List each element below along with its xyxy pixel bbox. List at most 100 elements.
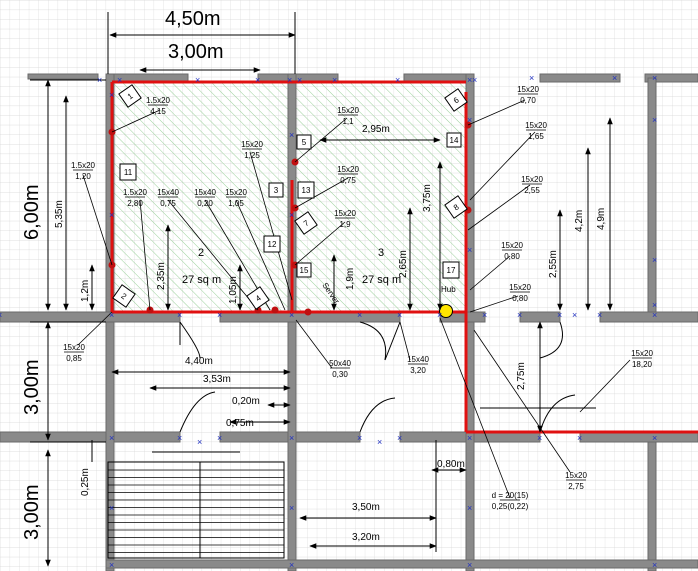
dim-4-40: 4,40m: [185, 356, 213, 367]
node-marker: ×: [652, 560, 657, 570]
outlet-box-frame: [268, 182, 284, 198]
callout-bottom: 0,80: [504, 252, 520, 261]
callout-bottom: 2,55: [524, 186, 540, 195]
node-marker: ×: [652, 73, 657, 83]
outlet-number: 13: [302, 186, 311, 195]
dim-2-35: 2,35m: [156, 262, 167, 290]
cable-callout: 15x20 0,75: [337, 165, 359, 185]
outlet-box: 6: [444, 88, 468, 112]
dim-2-65: 2,65m: [398, 250, 409, 278]
node-marker: ×: [289, 310, 294, 320]
callout-bottom: 0,80: [512, 294, 528, 303]
cable-callouts: 1.5x204,151.5x201,201.5x202,8015x400,751…: [63, 85, 653, 511]
outlet-box-frame: [446, 132, 462, 148]
node-marker: ×: [467, 433, 472, 443]
cable-callout: 15x20 0,80: [509, 283, 531, 303]
dim-0-75: 0,75m: [226, 418, 254, 429]
node-marker: ×: [289, 210, 294, 220]
node-marker: ×: [467, 115, 472, 125]
outlet-box-frame: [296, 134, 312, 150]
callout-bottom: 0,20: [197, 199, 213, 208]
callout-bottom: 0,85: [66, 354, 82, 363]
callout-bottom: 0,30: [332, 370, 348, 379]
callout-bottom: 1,1: [342, 117, 354, 126]
dim-2-75: 2,75m: [516, 362, 527, 390]
node-marker: ×: [289, 503, 294, 513]
callout-bottom: 0,75: [160, 199, 176, 208]
outlet-number: 1: [126, 91, 135, 101]
callout-top: 50x40: [329, 359, 351, 368]
callout-top: 15x40: [157, 188, 179, 197]
node-marker: ×: [395, 75, 400, 85]
node-marker: ×: [467, 503, 472, 513]
callout-bottom: 1,05: [228, 199, 244, 208]
callout-bottom: 1,25: [244, 151, 260, 160]
node-marker: ×: [109, 210, 114, 220]
callout-bottom: 3,20: [410, 366, 426, 375]
node-marker: ×: [109, 503, 114, 513]
node-marker: ×: [652, 433, 657, 443]
staircase: [107, 451, 285, 559]
node-marker: ×: [109, 433, 114, 443]
node-marker: ×: [109, 310, 114, 320]
outlet-number: 3: [274, 186, 279, 195]
callout-bottom: 2,80: [127, 199, 143, 208]
callout-bottom: 0,75: [340, 176, 356, 185]
outlet-box: 15: [296, 262, 312, 278]
callout-top: 15x20: [337, 165, 359, 174]
outlet-box: 2: [112, 284, 136, 308]
outlet-box: 14: [446, 132, 462, 148]
walls: [0, 73, 698, 571]
outlet-number: 14: [450, 136, 459, 145]
node-marker: ×: [467, 75, 472, 85]
dim-2-55: 2,55m: [548, 250, 559, 278]
node-marker: ×: [217, 310, 222, 320]
node-marker: ×: [537, 433, 542, 443]
node-marker: ×: [195, 75, 200, 85]
cable-callout: 15x20 1,05: [225, 188, 247, 208]
outlet-box: 12: [263, 235, 281, 253]
dim-4-9: 4,9m: [596, 208, 607, 230]
dim-inner-width: 3,00m: [168, 41, 224, 63]
dim-2-95: 2,95m: [362, 124, 390, 135]
outlet-number: 6: [452, 95, 461, 105]
node-marker: ×: [437, 310, 442, 320]
dim-3-20: 3,20m: [352, 532, 380, 543]
cable-callout: 15x40 0,20: [194, 188, 216, 208]
dim-3-50: 3,50m: [352, 502, 380, 513]
callout-bottom: 1,9: [339, 220, 351, 229]
callout-top: 15x20: [509, 283, 531, 292]
stair-treads: [108, 469, 284, 553]
node-marker: ×: [467, 560, 472, 570]
outlet-number: 12: [268, 240, 277, 249]
callout-top: 15x40: [194, 188, 216, 197]
node-marker: ×: [287, 75, 292, 85]
dim-zone1-height: 6,00m: [21, 184, 43, 240]
node-marker: ×: [289, 560, 294, 570]
node-marker: ×: [177, 310, 182, 320]
node-marker: ×: [612, 73, 617, 83]
outlet-number: 17: [447, 266, 456, 275]
outlet-box-frame: [444, 88, 468, 112]
dim-1-2: 1,2m: [80, 280, 91, 302]
room-2-number: 2: [198, 247, 204, 259]
callout-bottom: 0,25(0,22): [492, 502, 529, 511]
node-marker: ×: [109, 560, 114, 570]
outlet-box: 11: [119, 163, 137, 181]
dim-4-2: 4,2m: [574, 210, 585, 232]
outlet-box-frame: [112, 284, 136, 308]
dim-3-53: 3,53m: [203, 374, 231, 385]
callout-top: 15x20: [225, 188, 247, 197]
callout-top: 1.5x20: [123, 188, 148, 197]
outlet-box-frame: [442, 261, 460, 279]
callout-top: 15x20: [525, 121, 547, 130]
node-marker: ×: [529, 73, 534, 83]
dim-1-05: 1,05m: [228, 276, 239, 304]
